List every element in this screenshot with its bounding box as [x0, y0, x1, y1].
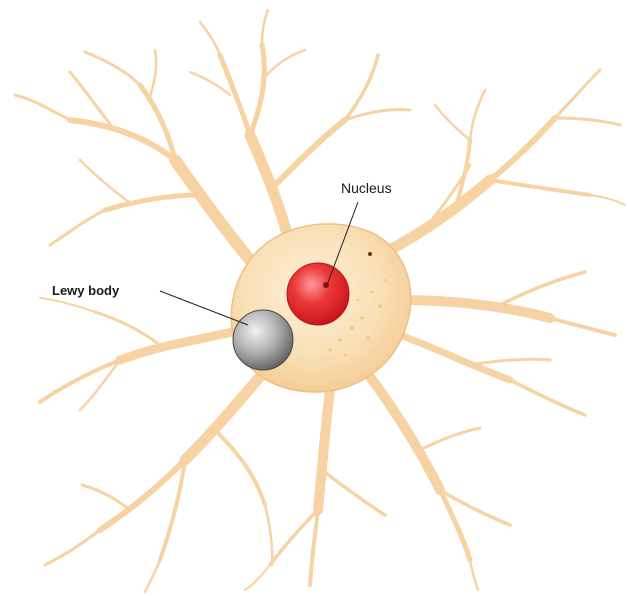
dendrite-lower-right [365, 370, 510, 590]
dendrite-right [400, 272, 615, 415]
nucleus-label: Nucleus [341, 180, 392, 196]
small-organelle [368, 252, 372, 256]
dendrite-lower-left [45, 365, 272, 592]
dendrite-bottom [245, 390, 385, 590]
nucleus [287, 263, 349, 325]
dendrite-upper-left [15, 50, 258, 270]
dendrite-left [40, 298, 240, 410]
lewy-body-label: Lewy body [52, 283, 120, 298]
dendrite-upper-right [380, 70, 625, 255]
dendrite-top [190, 10, 410, 245]
lewy-body [233, 310, 293, 370]
